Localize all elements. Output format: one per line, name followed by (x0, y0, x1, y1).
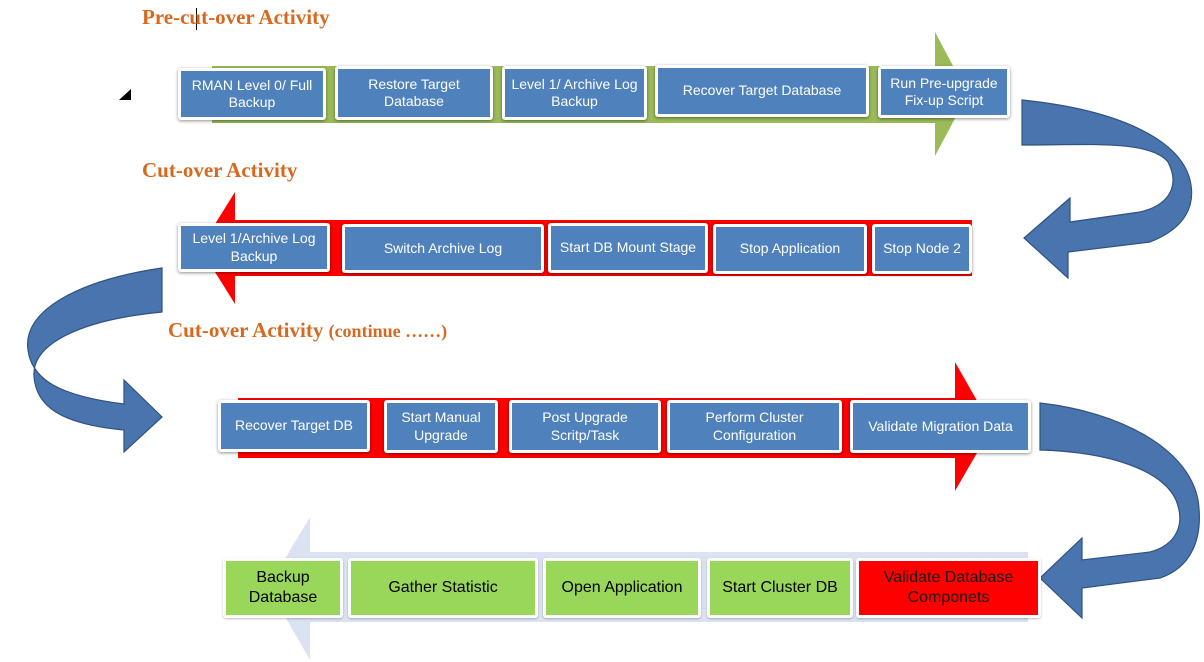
triangle-marker-icon (119, 89, 131, 100)
step-rman-level0-backup: RMAN Level 0/ Full Backup (178, 68, 326, 120)
step-run-pre-upgrade-script: Run Pre-upgrade Fix-up Script (878, 66, 1010, 118)
step-recover-target-database: Recover Target Database (655, 65, 869, 117)
step-validate-migration-data: Validate Migration Data (850, 400, 1031, 453)
curve-arrow-row1-to-row2 (1021, 99, 1193, 280)
curve-arrow-row3-to-row4 (1039, 402, 1200, 620)
text-cursor (196, 8, 197, 30)
step-open-application: Open Application (543, 558, 701, 618)
heading-cut-over-continue: Cut-over Activity (continue ……) (168, 318, 448, 342)
step-start-manual-upgrade: Start Manual Upgrade (384, 400, 498, 453)
step-switch-archive-log: Switch Archive Log (342, 224, 544, 273)
heading-pre-cut-over: Pre-cut-over Activity (142, 5, 330, 29)
heading-cut-over: Cut-over Activity (142, 158, 298, 182)
heading-continue-suffix: (continue ……) (328, 321, 448, 341)
step-stop-application: Stop Application (713, 224, 867, 274)
step-post-upgrade-task: Post Upgrade Scritp/Task (509, 400, 661, 453)
curve-arrow-row2-to-row3 (27, 267, 163, 454)
step-validate-database-components: Validate Database Componets (856, 558, 1041, 618)
step-level1-archive-log-backup: Level 1/ Archive Log Backup (502, 66, 647, 120)
step-recover-target-db: Recover Target DB (218, 400, 370, 452)
step-gather-statistic: Gather Statistic (348, 558, 538, 618)
step-stop-node-2: Stop Node 2 (872, 224, 972, 274)
step-start-db-mount-stage: Start DB Mount Stage (548, 223, 708, 273)
step-level1-archive-log-backup-cutover: Level 1/Archive Log Backup (178, 223, 330, 272)
step-perform-cluster-configuration: Perform Cluster Configuration (667, 400, 842, 453)
step-start-cluster-db: Start Cluster DB (707, 558, 853, 618)
step-backup-database: Backup Database (223, 558, 343, 618)
step-restore-target-database: Restore Target Database (335, 66, 493, 120)
